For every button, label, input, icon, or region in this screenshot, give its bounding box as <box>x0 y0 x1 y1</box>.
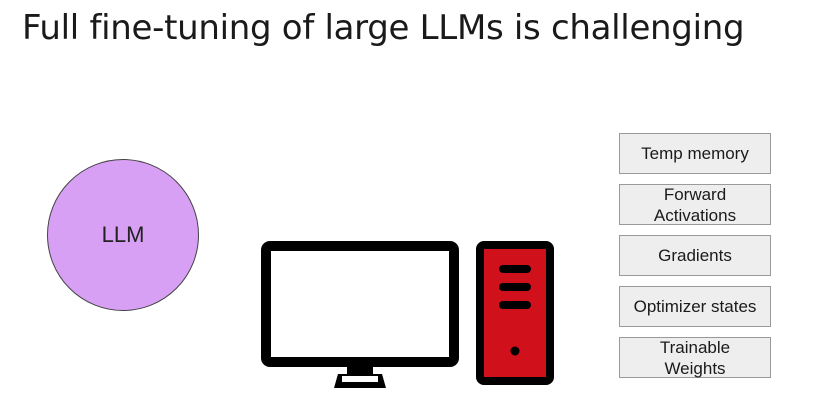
memory-box-trainable-weights: Trainable Weights <box>619 337 771 378</box>
llm-label: LLM <box>101 222 145 247</box>
memory-box-gradients: Gradients <box>619 235 771 276</box>
llm-circle: LLM <box>47 159 199 311</box>
computer-tower-icon <box>476 241 554 385</box>
memory-box-temp-memory: Temp memory <box>619 133 771 174</box>
monitor-icon <box>261 241 459 388</box>
memory-box-forward-activations: Forward Activations <box>619 184 771 225</box>
memory-box-optimizer-states: Optimizer states <box>619 286 771 327</box>
hardware-illustration <box>261 241 554 388</box>
slide-title: Full fine-tuning of large LLMs is challe… <box>22 8 745 48</box>
